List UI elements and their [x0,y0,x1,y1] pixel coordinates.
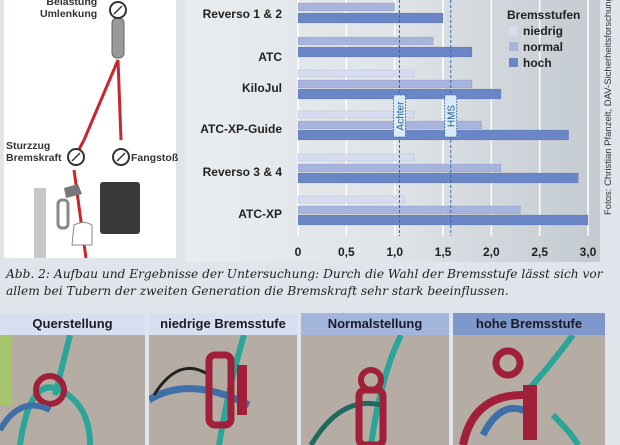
photo-image [0,334,145,445]
reference-label-box [393,94,406,138]
weight-icon [100,182,140,234]
bar-normal [297,120,482,130]
label-line: Belastung [46,0,98,8]
photo-hohe-bremsstufe: hohe Bremsstufe [453,313,605,445]
bar-niedrig [297,69,415,78]
bar-normal [297,2,395,12]
photo-image [301,333,449,445]
photo-label: niedrige Bremsstufe [149,313,297,335]
photo-label: Normalstellung [301,313,449,335]
label-line: Bremskraft [6,152,62,164]
legend-swatch [509,58,518,67]
photo-label: hohe Bremsstufe [453,313,605,335]
category-label: Reverso 1 & 2 [203,7,283,21]
reference-label: HMS [447,105,458,128]
reference-label-box [444,94,458,138]
category-label: KiloJul [242,81,282,95]
x-tick-label: 3,0 [580,245,597,259]
x-tick-label: 2,5 [531,245,548,259]
photo-niedrige-bremsstufe: niedrige Bremsstufe [149,313,297,445]
category-label: ATC-XP [238,207,282,221]
bar-hoch [297,12,444,24]
x-tick-label: 2,0 [483,245,500,259]
photo-normalstellung: Normalstellung [301,313,449,445]
bar-normal [297,205,521,215]
figure-caption: Abb. 2: Aufbau und Ergebnisse der Unters… [6,267,603,298]
x-tick-label: 0,5 [338,245,355,259]
bar-normal [297,36,434,46]
label-fangstoss: Fangstoß [131,152,179,164]
photo-credit: Fotos: Christian Pfanzelt, DAV-Sicherhei… [603,0,614,215]
bar-hoch [297,172,579,184]
label-line: Umlenkung [40,8,98,20]
x-tick-label: 1,5 [435,245,452,259]
bar-hoch [297,46,473,58]
legend-swatch [509,42,518,51]
label-line: Sturzzug [6,140,51,152]
bar-niedrig [297,110,415,119]
bar-normal [297,79,473,89]
bar-chart: 0 0,5 1,0 1,5 2,0 2,5 3,0 Reverso 1 & 2 ATC KiloJ… [185,0,600,262]
legend-label: hoch [523,56,552,70]
bar-niedrig [297,153,415,162]
category-label: Reverso 3 & 4 [203,165,283,179]
legend-title: Bremsstufen [507,8,580,22]
legend-label: normal [523,40,563,54]
x-tick-label: 1,0 [386,245,403,259]
photo-querstellung: Querstellung [0,313,145,445]
setup-illustration [34,1,140,259]
photo-image [149,334,297,445]
photo-label: Querstellung [0,313,145,335]
bar-hoch [297,129,569,141]
category-label: ATC-XP-Guide [200,122,282,136]
chart-svg: 0 0,5 1,0 1,5 2,0 2,5 3,0 Reverso 1 & 2 ATC KiloJ… [200,0,597,259]
bar-hoch [297,214,589,226]
bar-niedrig [297,195,405,204]
category-label: ATC [258,50,282,64]
legend-swatch [509,26,518,35]
legend-label: niedrig [523,24,563,38]
reference-label: Achter [396,101,407,131]
x-tick-label: 0 [295,245,302,259]
photo-image [453,333,605,445]
